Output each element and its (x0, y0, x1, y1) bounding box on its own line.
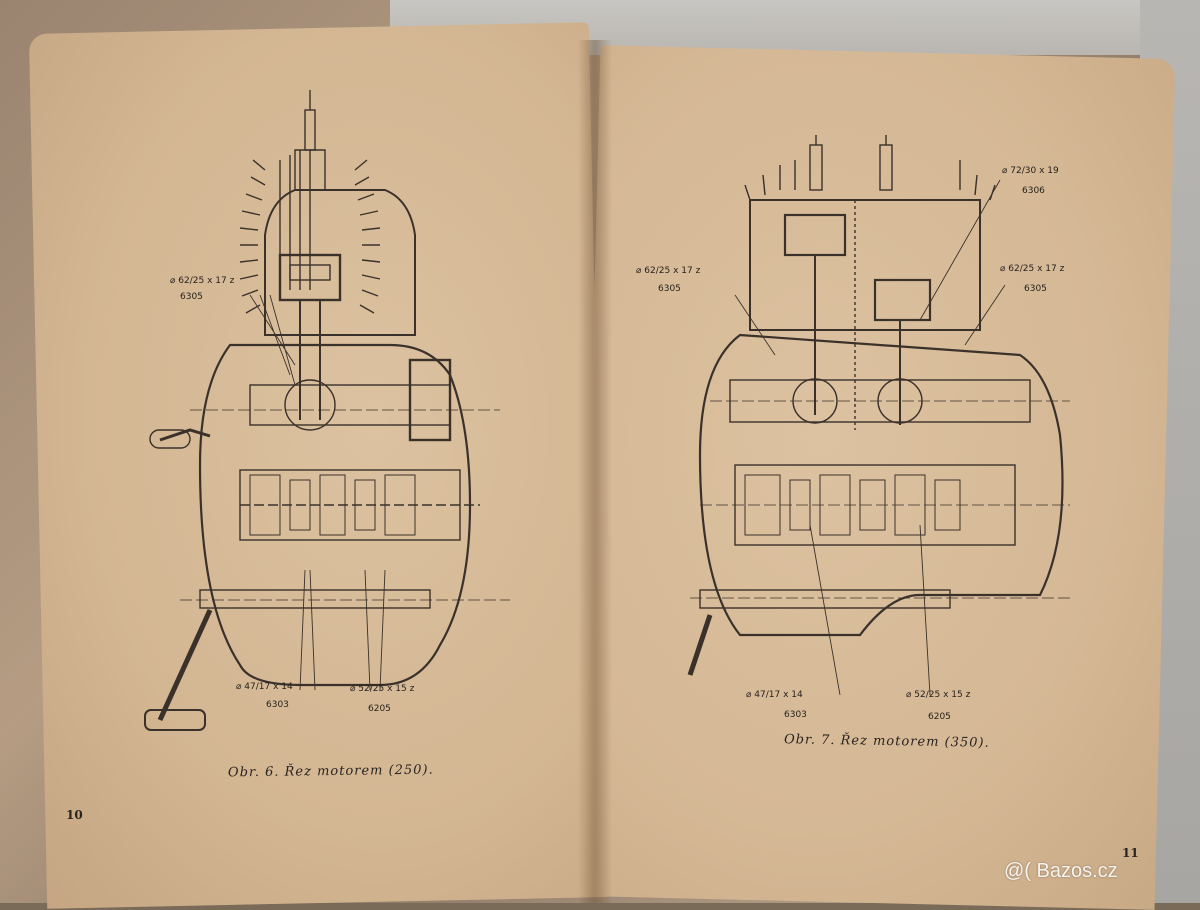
label-bearing-top-right-code: 6306 (1022, 186, 1045, 196)
engine-250-cross-section-drawing (144, 90, 510, 731)
label-bearing-bottom-left-size: ⌀ 47/17 x 14 (236, 682, 293, 692)
figure-caption-left: Obr. 6. Řez motorem (250). (227, 762, 434, 781)
label-bearing-bottom-left-size-right-page: ⌀ 47/17 x 14 (746, 690, 803, 700)
label-bearing-bottom-right-code: 6205 (368, 704, 391, 714)
label-bearing-top-code-left: 6305 (180, 292, 203, 302)
book-gutter (578, 40, 612, 903)
label-bearing-left-code: 6305 (658, 284, 681, 294)
label-bearing-bottom-right-size-right-page: ⌀ 52/25 x 15 z (906, 690, 971, 700)
label-bearing-top-size-left: ⌀ 62/25 x 17 z (170, 276, 235, 286)
engine-350-cross-section-drawing (687, 135, 1070, 696)
label-bearing-right-code: 6305 (1024, 284, 1047, 294)
page-number-right: 11 (1122, 846, 1139, 860)
label-bearing-bottom-right-code-right-page: 6205 (928, 712, 951, 722)
label-bearing-bottom-left-code-right-page: 6303 (784, 710, 807, 720)
label-bearing-right-size: ⌀ 62/25 x 17 z (1000, 264, 1065, 274)
label-bearing-top-right-size: ⌀ 72/30 x 19 (1002, 166, 1059, 176)
bazos-watermark: @( Bazos.cz (1004, 860, 1118, 882)
label-bearing-left-size: ⌀ 62/25 x 17 z (636, 266, 701, 276)
label-bearing-bottom-right-size: ⌀ 52/25 x 15 z (350, 684, 415, 694)
page-number-left: 10 (66, 808, 83, 822)
label-bearing-bottom-left-code: 6303 (266, 700, 289, 710)
